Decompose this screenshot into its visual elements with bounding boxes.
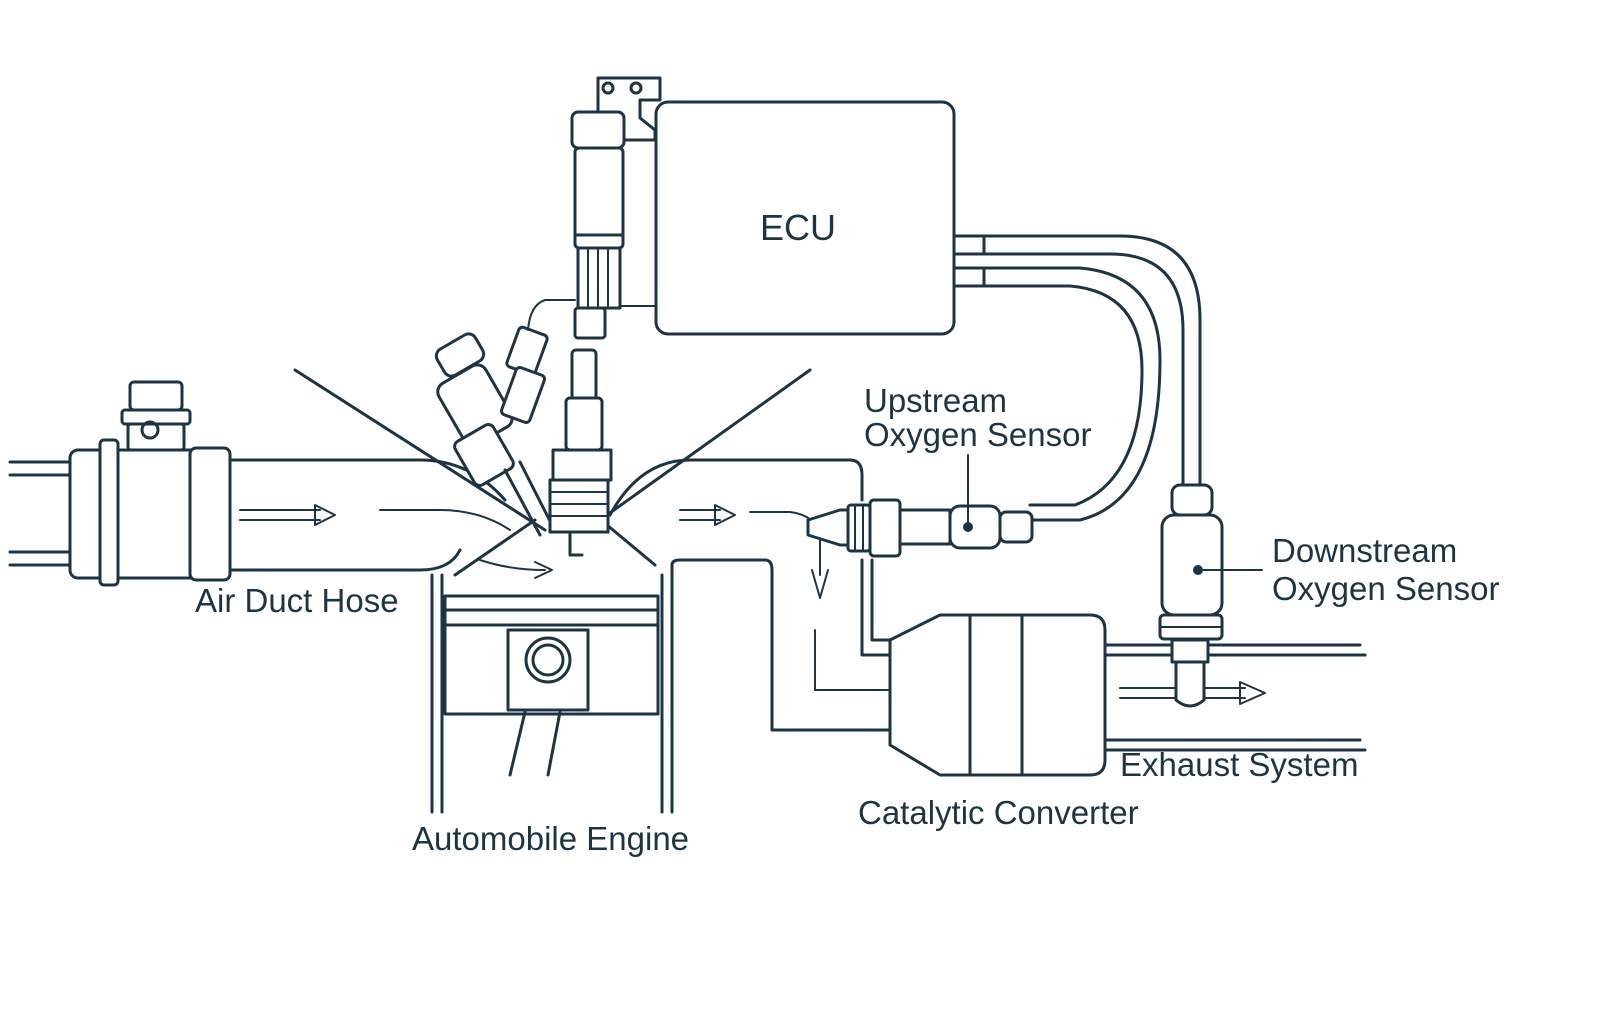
ecu-label: ECU — [760, 207, 836, 248]
ignition-coil — [527, 76, 662, 340]
exhaust-system-label: Exhaust System — [1120, 746, 1358, 783]
fuel-injector — [434, 325, 554, 537]
engine-label: Automobile Engine — [412, 820, 689, 857]
ecu-box: ECU — [654, 100, 986, 336]
catalytic-converter-label: Catalytic Converter — [858, 794, 1139, 831]
air-duct-label: Air Duct Hose — [195, 582, 399, 619]
sensor-wiring — [982, 234, 1202, 522]
downstream-label-line2: Oxygen Sensor — [1272, 570, 1499, 607]
upstream-label-line1: Upstream — [864, 382, 1007, 419]
catalytic-converter — [888, 613, 1107, 777]
exhaust-manifold — [608, 458, 892, 732]
spark-plug — [548, 348, 613, 557]
air-duct-hose — [8, 380, 553, 587]
automobile-engine — [293, 368, 812, 814]
upstream-oxygen-sensor — [806, 454, 1034, 558]
exhaust-pipe — [1103, 643, 1367, 752]
downstream-oxygen-sensor — [1158, 483, 1263, 708]
upstream-label-line2: Oxygen Sensor — [864, 416, 1091, 453]
downstream-label-line1: Downstream — [1272, 532, 1457, 569]
